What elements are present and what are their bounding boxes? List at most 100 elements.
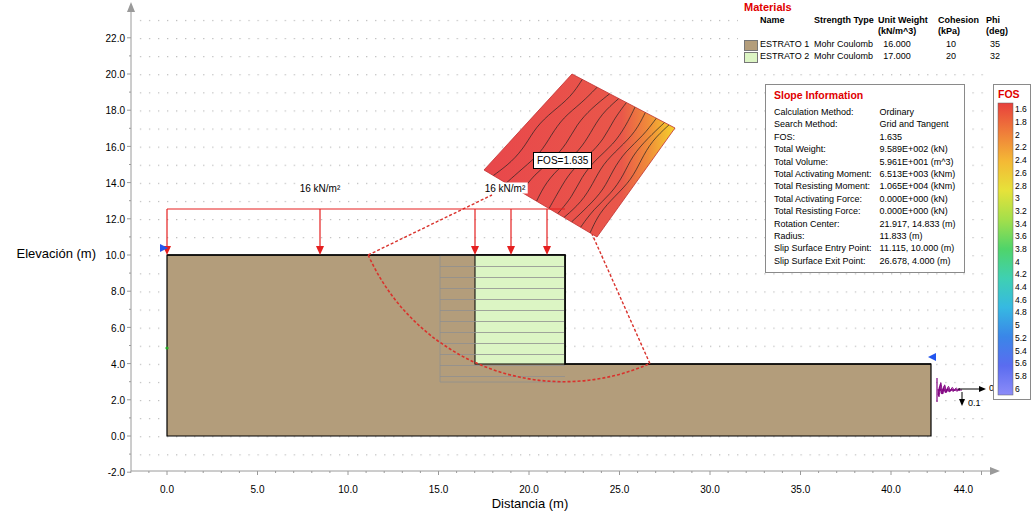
search-grid: [484, 74, 675, 237]
tick-label: 25.0: [610, 484, 629, 495]
panel-text: 5.8: [1015, 371, 1027, 381]
tick-mark: [854, 471, 855, 473]
tick-mark: [655, 471, 656, 473]
tick-label: 20.0: [519, 484, 538, 495]
load-arrowhead: [316, 246, 324, 255]
tick-label: 30.0: [700, 484, 719, 495]
panel-text: 3.4: [1015, 219, 1027, 229]
tick-mark: [981, 471, 982, 475]
tick-mark: [129, 417, 131, 418]
panel-text: Total Resisting Force:: [774, 206, 861, 217]
panel-title: FOS=1.635: [534, 153, 591, 168]
tick-mark: [257, 471, 258, 475]
tick-mark: [239, 471, 240, 473]
grid-leader: [368, 195, 492, 255]
panel-text: 6: [1015, 384, 1020, 394]
tick-mark: [148, 471, 149, 473]
tick-mark: [129, 273, 131, 274]
slip-surface: [368, 255, 650, 382]
panel-text: 4: [1015, 257, 1020, 267]
panel-text: Search Method:: [774, 119, 838, 130]
load-arrowhead: [471, 246, 479, 255]
tick-mark: [127, 327, 131, 328]
panel-text: 1.6: [1015, 104, 1027, 114]
tick-mark: [129, 128, 131, 129]
tick-mark: [129, 381, 131, 382]
tick-mark: [474, 471, 475, 473]
tick-mark: [127, 74, 131, 75]
tick-mark: [129, 309, 131, 310]
materials-table: MaterialsNameStrength TypeUnit Weight (k…: [738, 2, 1030, 62]
tick-mark: [127, 436, 131, 437]
legend-label: ESTRATO 1: [760, 39, 809, 50]
tick-mark: [311, 471, 312, 473]
panel-text: 32: [986, 51, 1004, 62]
panel-text: 2.2: [1015, 142, 1027, 152]
distributed-load: [167, 208, 565, 209]
reinforcement-grid: [440, 255, 565, 382]
contour-line: [571, 118, 656, 222]
boundary-marker: [928, 353, 936, 361]
tick-mark: [127, 472, 131, 473]
panel-text: Total Activating Force:: [774, 194, 862, 205]
axis-title: Distancia (m): [492, 496, 569, 511]
panel-text: 2.8: [1015, 181, 1027, 191]
tick-mark: [782, 471, 783, 473]
load-arrow: [166, 209, 167, 247]
panel-text: 1.065E+004 (kNm): [880, 181, 956, 192]
panel-text: Slip Surface Exit Point:: [774, 256, 866, 267]
contour-line: [506, 87, 597, 183]
tick-label: 2.0: [111, 395, 125, 406]
panel-text: 26.678, 4.000 (m): [880, 256, 951, 267]
seismic-wave: [936, 378, 937, 402]
reinforcement-edge: [440, 382, 565, 383]
tick-label: -2.0: [108, 467, 125, 478]
legend-swatch: [744, 52, 758, 63]
panel-title: FOS: [998, 88, 1020, 101]
panel-text: 5.2: [1015, 333, 1027, 343]
panel-text: 2.4: [1015, 155, 1027, 165]
tick-mark: [637, 471, 638, 473]
legend-label: ESTRATO 2: [760, 51, 809, 62]
slope-information-panel: Slope InformationCalculation Method:Ordi…: [765, 84, 965, 273]
contour-line: [580, 122, 664, 227]
panel-text: 10: [938, 39, 964, 50]
panel-text: 5.4: [1015, 346, 1027, 356]
tick-mark: [402, 471, 403, 473]
panel-text: Mohr Coulomb: [814, 39, 873, 50]
tick-mark: [129, 236, 131, 237]
tick-mark: [127, 110, 131, 111]
grid-leader: [592, 234, 650, 364]
panel-text: 17.000: [878, 51, 916, 62]
load-arrowhead: [507, 246, 515, 255]
panel-text: 0.000E+000 (kN): [880, 194, 948, 205]
panel-text: Slip Surface Entry Point:: [774, 243, 872, 254]
tick-mark: [945, 471, 946, 473]
tick-label: 0.0: [160, 484, 174, 495]
tick-mark: [127, 363, 131, 364]
tick-mark: [456, 471, 457, 473]
panel-text: 0.000E+000 (kN): [880, 206, 948, 217]
tick-mark: [601, 471, 602, 473]
tick-label: 22.0: [106, 33, 125, 44]
legend-swatch: [744, 40, 758, 51]
load-label: 16 kN/m²: [483, 183, 528, 194]
tick-mark: [129, 345, 131, 346]
seismic-load: [937, 378, 962, 402]
tick-label: 20.0: [106, 69, 125, 80]
tick-mark: [746, 471, 747, 473]
seismic-arrow: [979, 386, 986, 392]
panel-text: 5.6: [1015, 358, 1027, 368]
tick-mark: [293, 471, 294, 473]
tick-label: 10.0: [338, 484, 357, 495]
seismic-arrow: [958, 389, 980, 390]
panel-text: Total Volume:: [774, 157, 828, 168]
panel-text: Total Resisting Moment:: [774, 181, 870, 192]
tick-mark: [800, 471, 801, 475]
panel-text: 11.833 (m): [880, 231, 923, 242]
axis-arrow: [990, 467, 1000, 475]
load-label: 16 kN/m²: [298, 183, 343, 194]
panel-text: 4.6: [1015, 295, 1027, 305]
load-arrowhead: [543, 246, 551, 255]
panel-text: 2.6: [1015, 168, 1027, 178]
